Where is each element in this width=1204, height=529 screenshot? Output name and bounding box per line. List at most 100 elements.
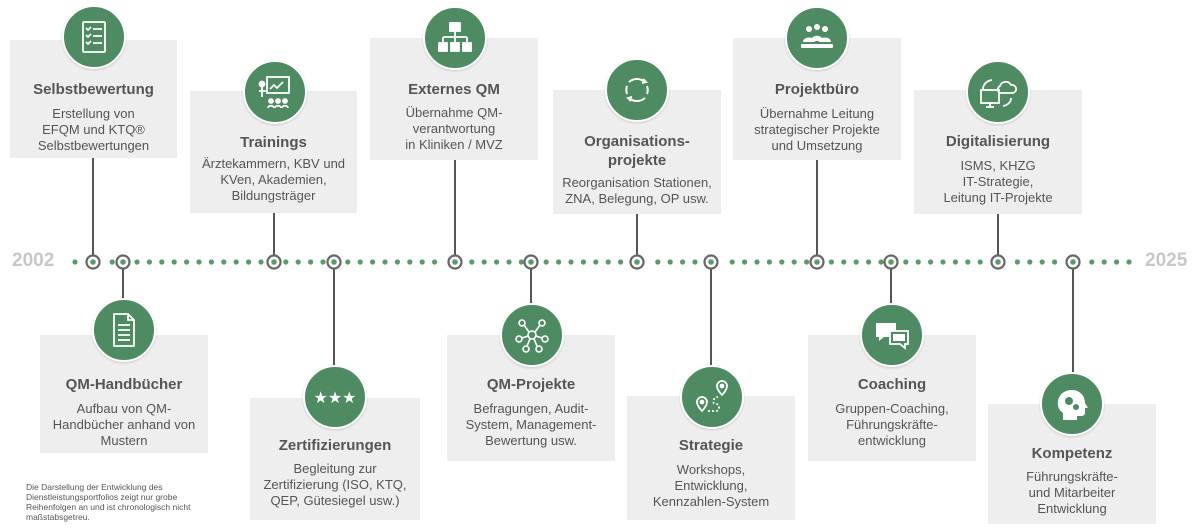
card-desc: Reorganisation Stationen, ZNA, Belegung,… xyxy=(562,175,712,206)
card-title: Strategie xyxy=(678,437,744,454)
timeline-node-center xyxy=(271,259,277,265)
timeline-dot xyxy=(568,259,574,265)
timeline-dot xyxy=(903,259,909,265)
timeline-dot xyxy=(1089,259,1095,265)
timeline-dot xyxy=(246,259,252,265)
timeline-dot xyxy=(754,259,760,265)
timeline-dot xyxy=(729,259,735,265)
timeline-dot xyxy=(109,259,115,265)
timeline-dot xyxy=(791,259,797,265)
timeline-dot xyxy=(977,259,983,265)
timeline-node-center xyxy=(888,259,894,265)
card-title: Organisations- projekte xyxy=(584,133,690,169)
timeline-dot xyxy=(320,259,326,265)
card-desc: Gruppen-Coaching, Führungskräfte- entwic… xyxy=(835,401,949,448)
timeline-dot xyxy=(680,259,686,265)
timeline-node-center xyxy=(120,259,126,265)
card-title: QM-Handbücher xyxy=(65,376,183,393)
timeline-dot xyxy=(382,259,388,265)
timeline-dot xyxy=(593,259,599,265)
card-desc: Erstellung von EFQM und KTQ® Selbstbewer… xyxy=(37,106,150,153)
card-desc: Führungskräfte- und Mitarbeiter Entwickl… xyxy=(1026,469,1118,516)
timeline-node-center xyxy=(331,259,337,265)
timeline-dot xyxy=(853,259,859,265)
timeline-dot xyxy=(841,259,847,265)
timeline-dot xyxy=(518,259,525,265)
timeline-node-center xyxy=(708,259,714,265)
timeline-dot xyxy=(1052,259,1058,265)
card-desc: ISMS, KHZG IT-Strategie, Leitung IT-Proj… xyxy=(943,158,1053,205)
timeline-dot xyxy=(159,259,165,265)
cloud-computer-icon xyxy=(966,60,1030,124)
card-title: Projektbüro xyxy=(774,81,860,98)
timeline-dot xyxy=(370,259,376,265)
timeline-dot xyxy=(258,259,264,265)
timeline-dot xyxy=(134,259,140,265)
network-icon xyxy=(500,303,564,367)
timeline-dot xyxy=(928,259,934,265)
timeline-dot xyxy=(308,259,314,265)
timeline-dot xyxy=(506,259,512,265)
stars-icon: ★★★ xyxy=(303,365,367,429)
timeline-dot xyxy=(196,259,202,265)
card-title: Selbstbewertung xyxy=(33,81,154,98)
timeline-dot xyxy=(779,259,785,265)
timeline-dot xyxy=(1027,259,1033,265)
timeline-dot xyxy=(915,259,921,265)
card-desc: Workshops, Entwicklung, Kennzahlen-Syste… xyxy=(652,462,770,509)
card-title: Trainings xyxy=(240,134,307,151)
cycle-icon xyxy=(605,58,669,122)
card-title: Zertifizierungen xyxy=(278,437,392,454)
route-icon xyxy=(680,365,744,429)
document-icon xyxy=(92,298,156,362)
timeline-dot xyxy=(469,259,475,265)
timeline-node-center xyxy=(528,259,534,265)
timeline-dot xyxy=(345,259,351,265)
timeline-dot xyxy=(233,259,239,265)
card-desc: Aufbau von QM- Handbücher anhand von Mus… xyxy=(52,401,196,448)
timeline-dot xyxy=(481,259,487,265)
timeline-dot xyxy=(605,259,611,265)
meeting-icon xyxy=(785,6,849,70)
chat-icon xyxy=(860,303,924,367)
timeline-dot xyxy=(940,259,946,265)
card-title: Coaching xyxy=(857,376,927,393)
timeline-dot xyxy=(208,259,214,265)
card-projektbuero: Projektbüro Übernahme Leitung strategisc… xyxy=(733,38,901,160)
timeline-dot xyxy=(866,259,872,265)
timeline-dot xyxy=(419,259,425,265)
timeline-dot xyxy=(667,259,673,265)
timeline-dot xyxy=(878,259,884,265)
card-desc: Befragungen, Audit- System, Management- … xyxy=(465,401,597,448)
timeline-dot xyxy=(283,259,289,265)
timeline-dot xyxy=(432,259,438,265)
timeline-dot xyxy=(965,259,971,265)
timeline-dot xyxy=(1126,259,1132,265)
timeline-dot xyxy=(407,259,413,265)
svg-text:★★★: ★★★ xyxy=(313,388,356,407)
card-kompetenz: Kompetenz Führungskräfte- und Mitarbeite… xyxy=(988,404,1156,524)
timeline-dot xyxy=(146,259,152,265)
timeline-dot xyxy=(1101,259,1107,265)
card-organisationsprojekte: Organisations- projekte Reorganisation S… xyxy=(553,90,721,214)
timeline-dot xyxy=(618,259,624,265)
card-desc: Übernahme QM- verantwortung in Kliniken … xyxy=(405,105,503,152)
checklist-icon xyxy=(62,5,126,69)
start-year-label: 2002 xyxy=(12,250,55,271)
timeline-dot xyxy=(1114,259,1120,265)
card-title: Kompetenz xyxy=(1031,445,1113,462)
timeline-dot xyxy=(543,259,549,265)
card-title: QM-Projekte xyxy=(486,376,576,393)
timeline-dot xyxy=(221,259,227,265)
timeline-node-center xyxy=(814,259,820,265)
timeline-dot xyxy=(556,259,562,265)
card-desc: Begleitung zur Zertifizierung (ISO, KTQ,… xyxy=(263,461,407,508)
org-chart-icon xyxy=(423,6,487,70)
timeline-node-center xyxy=(634,259,640,265)
timeline-dot xyxy=(655,259,661,265)
timeline-dot xyxy=(357,259,363,265)
disclaimer-note: Die Darstellung der Entwicklung des Dien… xyxy=(26,482,191,522)
timeline-node-center xyxy=(90,259,96,265)
timeline-dot xyxy=(804,259,810,265)
timeline-dot xyxy=(1014,259,1021,265)
